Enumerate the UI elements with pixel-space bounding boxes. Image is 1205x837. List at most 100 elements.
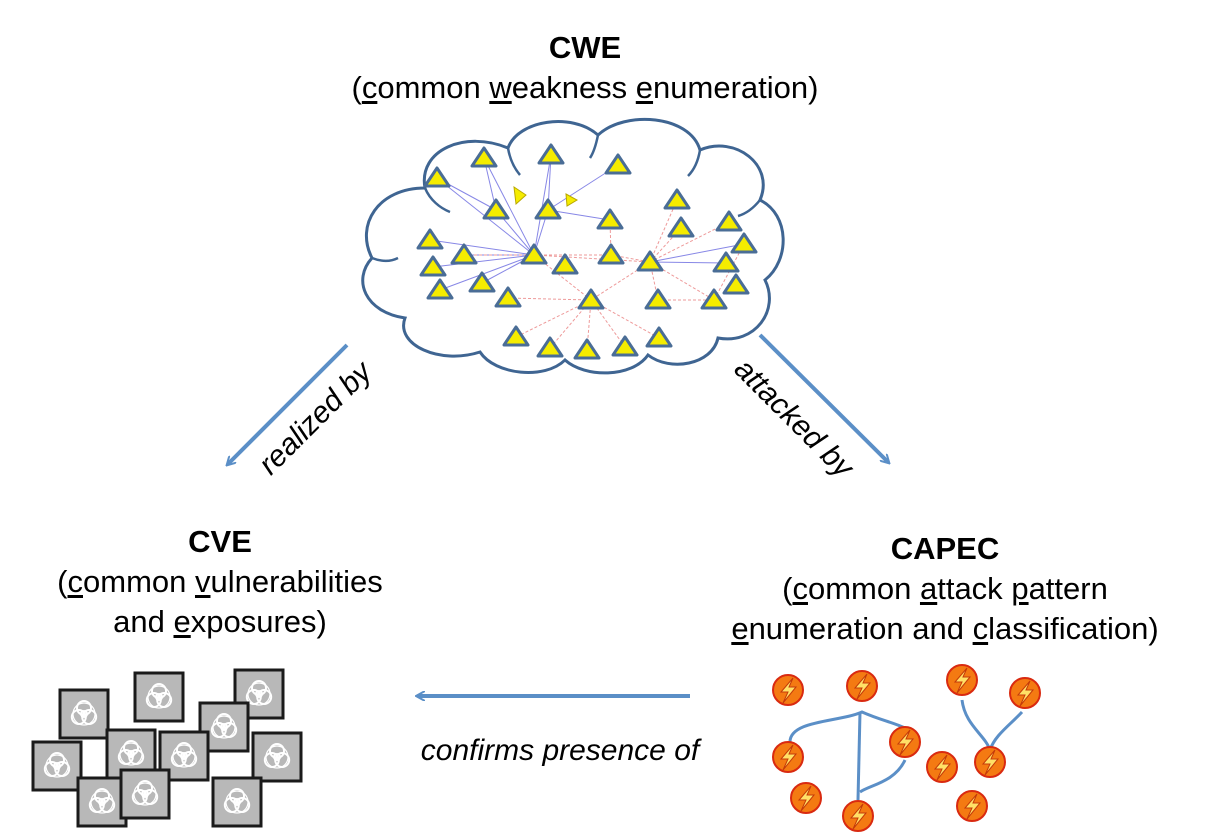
capec-link bbox=[859, 759, 907, 794]
biohazard-icon bbox=[43, 752, 71, 778]
cwe-link bbox=[649, 243, 745, 263]
cve-expansion-line1: (common vulnerabilities bbox=[57, 564, 383, 599]
capec-acronym: CAPEC bbox=[890, 531, 1000, 566]
cwe-link bbox=[649, 261, 727, 264]
biohazard-icon bbox=[145, 683, 173, 709]
cwe-link bbox=[439, 254, 535, 291]
warning-triangle-icon bbox=[700, 288, 728, 310]
cwe-link bbox=[533, 254, 651, 263]
capec-cluster bbox=[772, 664, 1041, 832]
cve-tile-cluster bbox=[31, 668, 303, 828]
biohazard-icon bbox=[223, 788, 251, 814]
lightning-bolt-icon bbox=[974, 746, 1006, 778]
biohazard-icon bbox=[170, 742, 198, 768]
arrow-cwe-to-capec bbox=[758, 333, 888, 462]
lightning-bolt-icon bbox=[842, 800, 874, 832]
capec-title: CAPEC (common attack pattern enumeration… bbox=[690, 529, 1200, 649]
cwe-link bbox=[547, 209, 611, 221]
cve-tile bbox=[233, 668, 285, 720]
capec-expansion-line1: (common attack pattern bbox=[782, 571, 1108, 606]
warning-triangle-icon bbox=[730, 232, 758, 254]
warning-triangle-icon bbox=[722, 273, 750, 295]
warning-triangle-icon bbox=[537, 143, 565, 165]
biohazard-icon bbox=[263, 743, 291, 769]
cwe-link bbox=[533, 154, 552, 256]
warning-triangle-icon bbox=[636, 250, 664, 272]
lightning-bolt-icon bbox=[790, 782, 822, 814]
cwe-title: CWE (common weakness enumeration) bbox=[280, 28, 890, 108]
warning-triangle-icon bbox=[604, 153, 632, 175]
warning-triangle-icon bbox=[536, 336, 564, 358]
warning-triangle-icon bbox=[482, 198, 510, 220]
cve-tile bbox=[76, 776, 128, 828]
cwe-link bbox=[515, 299, 592, 338]
arrow-cwe-to-cve bbox=[228, 343, 349, 464]
cve-expansion-line2: and exposures) bbox=[113, 604, 327, 639]
warning-triangle-icon bbox=[450, 243, 478, 265]
biohazard-icon bbox=[245, 680, 273, 706]
warning-triangle-icon bbox=[667, 216, 695, 238]
warning-triangle-icon bbox=[468, 271, 496, 293]
warning-triangle-icon bbox=[597, 243, 625, 265]
warning-triangle-icon bbox=[611, 335, 639, 357]
cve-tile bbox=[31, 740, 83, 792]
cwe-expansion: (common weakness enumeration) bbox=[351, 70, 819, 105]
warning-triangle-icon bbox=[520, 243, 548, 265]
edge-label-realized-by: realized by bbox=[252, 354, 379, 481]
capec-link bbox=[788, 710, 906, 743]
cve-tile bbox=[251, 731, 303, 783]
cwe-link bbox=[483, 157, 535, 256]
lightning-bolt-icon bbox=[1009, 677, 1041, 709]
warning-triangle-icon bbox=[663, 188, 691, 210]
lightning-bolt-icon bbox=[889, 726, 921, 758]
capec-expansion-line2: enumeration and classification) bbox=[731, 611, 1159, 646]
lightning-bolt-icon bbox=[772, 674, 804, 706]
warning-triangle-icon bbox=[712, 251, 740, 273]
cve-tile bbox=[198, 701, 250, 753]
biohazard-icon bbox=[131, 780, 159, 806]
warning-triangle-icon bbox=[426, 278, 454, 300]
small-triangle-icon bbox=[513, 185, 527, 206]
edge-label-attacked-by: attacked by bbox=[728, 352, 861, 485]
cve-tile bbox=[158, 730, 210, 782]
warning-triangle-icon bbox=[423, 166, 451, 188]
biohazard-icon bbox=[210, 713, 238, 739]
cwe-link bbox=[649, 227, 682, 263]
lightning-bolt-icon bbox=[772, 741, 804, 773]
lightning-bolt-icon bbox=[926, 751, 958, 783]
warning-triangle-icon bbox=[645, 326, 673, 348]
warning-triangle-icon bbox=[470, 146, 498, 168]
warning-triangle-icon bbox=[502, 325, 530, 347]
small-triangle-icon bbox=[565, 193, 579, 207]
warning-triangle-icon bbox=[577, 288, 605, 310]
warning-triangle-icon bbox=[551, 253, 579, 275]
cwe-node-group bbox=[416, 143, 758, 360]
cwe-acronym: CWE bbox=[548, 30, 622, 65]
lightning-bolt-icon bbox=[956, 790, 988, 822]
cve-tile bbox=[211, 776, 263, 828]
cwe-link bbox=[649, 199, 678, 263]
biohazard-icon bbox=[70, 700, 98, 726]
cwe-link bbox=[432, 254, 535, 268]
cloud-outline bbox=[361, 117, 785, 375]
cve-tile bbox=[58, 688, 110, 740]
cve-title: CVE (common vulnerabilities and exposure… bbox=[10, 522, 430, 642]
warning-triangle-icon bbox=[596, 208, 624, 230]
warning-triangle-icon bbox=[494, 286, 522, 308]
warning-triangle-icon bbox=[644, 288, 672, 310]
capec-link bbox=[960, 699, 1024, 755]
warning-triangle-icon bbox=[419, 255, 447, 277]
capec-node-group bbox=[772, 664, 1041, 832]
warning-triangle-icon bbox=[416, 228, 444, 250]
cwe-cloud bbox=[361, 117, 785, 375]
biohazard-icon bbox=[88, 788, 116, 814]
lightning-bolt-icon bbox=[846, 670, 878, 702]
edge-label-confirms-presence: confirms presence of bbox=[421, 734, 702, 767]
cve-tile bbox=[119, 768, 171, 820]
cve-acronym: CVE bbox=[188, 524, 252, 559]
cwe-link bbox=[507, 297, 592, 301]
warning-triangle-icon bbox=[715, 210, 743, 232]
cwe-link bbox=[429, 239, 535, 256]
cve-tile bbox=[133, 671, 185, 723]
